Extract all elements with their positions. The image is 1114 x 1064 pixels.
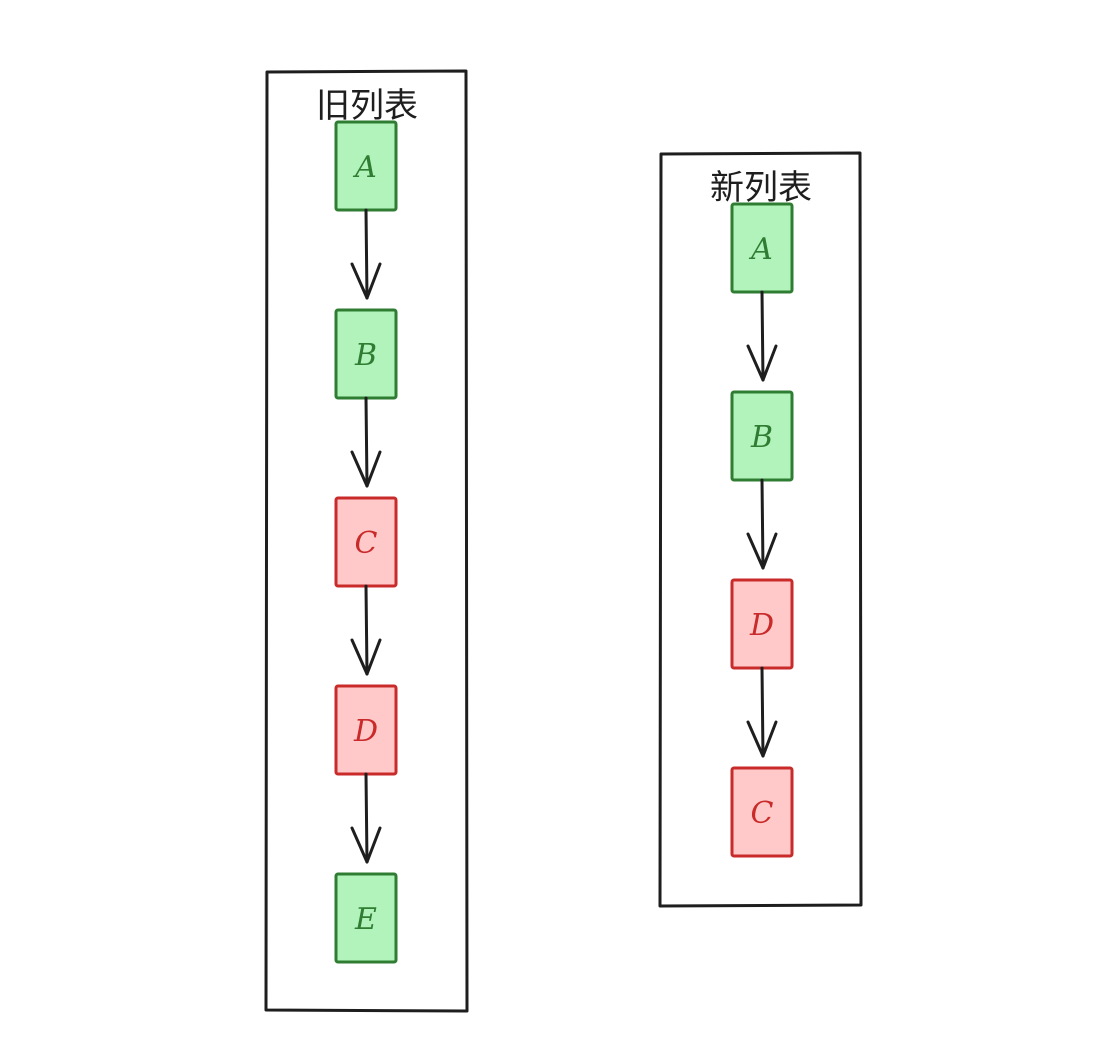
old-node-b-label: B — [354, 338, 377, 373]
old-list-nodes: A B C D E — [334, 120, 398, 964]
new-arrow-d-to-c — [746, 666, 778, 758]
old-node-e-box — [334, 872, 398, 964]
new-list-frame — [658, 151, 863, 908]
new-list-nodes: A B D C — [730, 202, 794, 858]
old-arrow-d-to-e — [350, 772, 382, 864]
old-arrow-a-to-b — [350, 208, 382, 300]
old-list-panel: 旧列表 A B C D E — [264, 69, 469, 1013]
old-arrow-c-to-d — [350, 584, 382, 676]
old-node-d-label: D — [353, 714, 378, 749]
old-node-c-label: C — [355, 526, 378, 561]
new-node-c-box — [730, 766, 794, 858]
new-node-b-label: B — [750, 420, 773, 455]
new-node-d-label: D — [749, 608, 774, 643]
old-node-e-label: E — [354, 902, 377, 937]
new-list-title: 新列表 — [710, 168, 812, 208]
new-list-panel: 新列表 A B D C — [658, 151, 863, 908]
old-arrow-b-to-c — [350, 396, 382, 488]
old-list-frame — [264, 69, 469, 1013]
new-node-a-label: A — [748, 232, 773, 267]
new-arrow-a-to-b — [746, 290, 778, 382]
old-list-title: 旧列表 — [316, 86, 418, 126]
new-arrow-b-to-d — [746, 478, 778, 570]
new-node-c-label: C — [751, 796, 774, 831]
old-node-a-label: A — [352, 150, 377, 185]
